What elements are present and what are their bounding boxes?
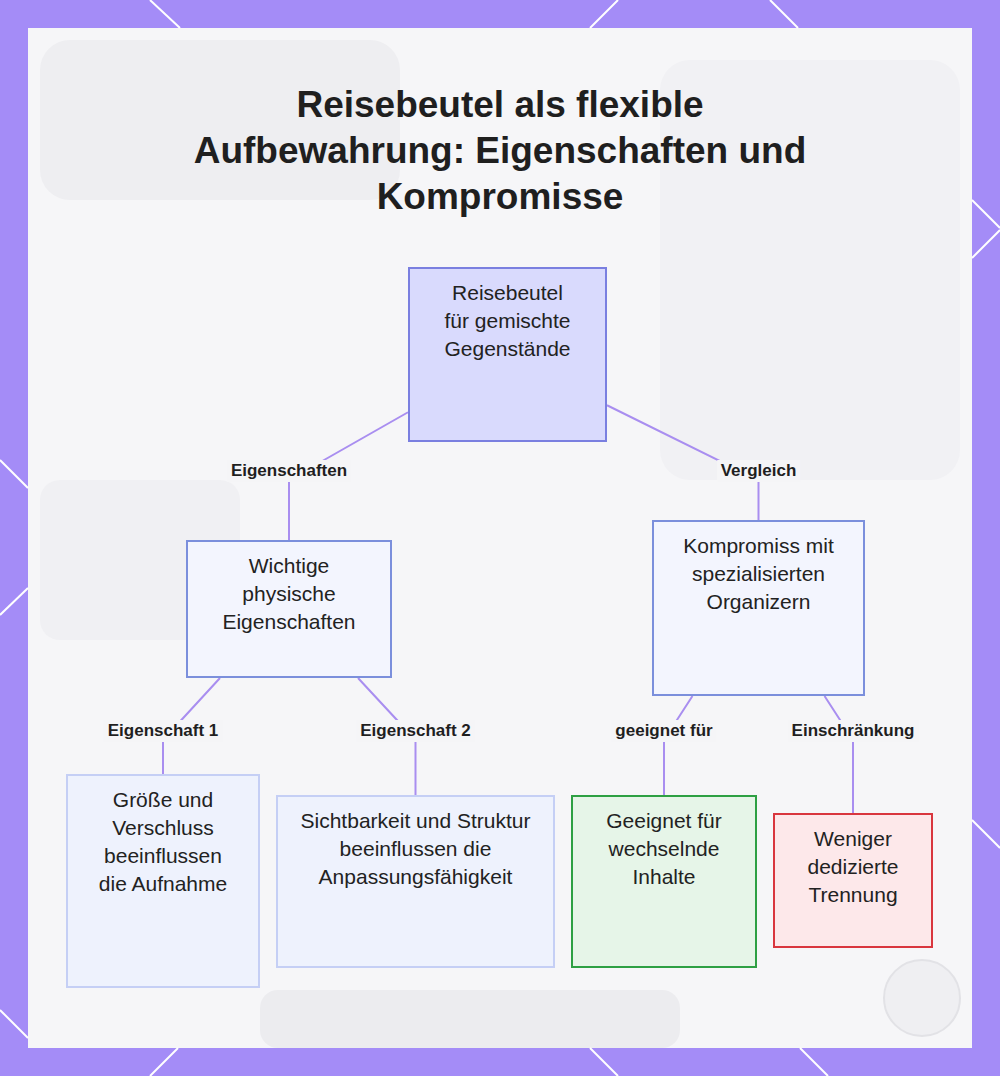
node-text: Sichtbarkeit und Struktur beeinflussen d… xyxy=(300,807,532,891)
category-box: Wichtige physische Eigenschaften xyxy=(186,540,392,678)
advantage-box: Geeignet für wechselnde Inhalte xyxy=(571,795,757,968)
logo-mark xyxy=(884,960,960,1036)
canvas-panel xyxy=(28,28,972,1048)
detail-box: Sichtbarkeit und Struktur beeinflussen d… xyxy=(276,795,555,968)
category-box: Kompromiss mit spezialisierten Organizer… xyxy=(652,520,865,696)
blurred-shape xyxy=(260,990,680,1048)
edge-label: geeignet für xyxy=(611,720,716,742)
node-text: Wichtige physische Eigenschaften xyxy=(209,552,369,636)
connector-line xyxy=(664,696,692,795)
node-text: Geeignet für wechselnde Inhalte xyxy=(599,807,729,891)
connector-line xyxy=(825,696,853,813)
edge-label: Eigenschaft 2 xyxy=(356,720,475,742)
limitation-box: Weniger dedizierte Trennung xyxy=(773,813,933,948)
edge-label: Eigenschaften xyxy=(227,460,351,482)
diagram-title: Reisebeutel als flexible Aufbewahrung: E… xyxy=(160,82,840,220)
root-box: Reisebeutel für gemischte Gegenstände xyxy=(408,267,607,442)
blurred-shape xyxy=(660,60,960,480)
detail-box: Größe und Verschluss beeinflussen die Au… xyxy=(66,774,260,988)
node-text: Größe und Verschluss beeinflussen die Au… xyxy=(96,786,231,898)
node-text: Kompromiss mit spezialisierten Organizer… xyxy=(676,532,841,616)
node-text: Reisebeutel für gemischte Gegenstände xyxy=(438,279,578,363)
edge-label: Eigenschaft 1 xyxy=(104,720,223,742)
node-text: Weniger dedizierte Trennung xyxy=(796,825,911,909)
edge-label: Vergleich xyxy=(717,460,801,482)
edge-label: Einschränkung xyxy=(788,720,919,742)
